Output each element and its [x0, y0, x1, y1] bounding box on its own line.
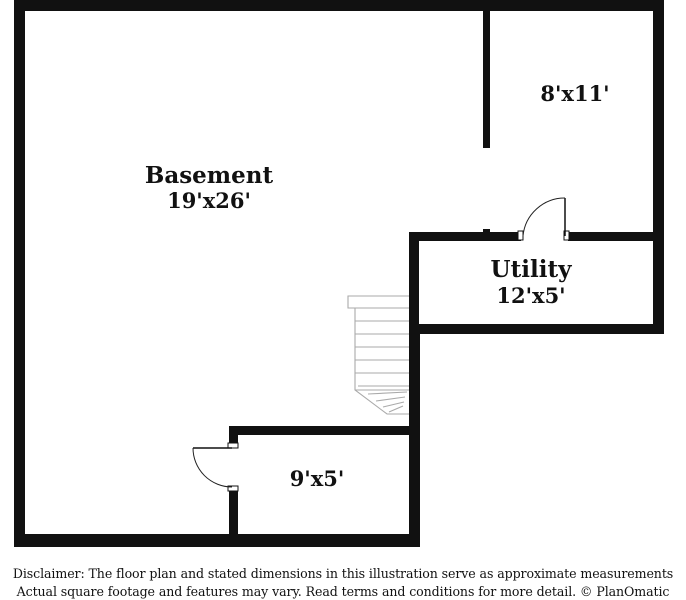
outer-wall-left	[14, 0, 25, 547]
partition-wall-ne	[483, 6, 490, 148]
door-jamb	[227, 442, 239, 449]
basement-dimensions: 19'x26'	[167, 188, 251, 213]
room-sw-dimensions: 9'x5'	[290, 466, 345, 491]
utility-label: Utility	[491, 256, 573, 283]
small-room-wall-left-lower	[229, 489, 238, 547]
door-jamb	[563, 230, 570, 241]
basement-label: Basement	[145, 162, 274, 189]
outer-wall-bottom	[14, 534, 420, 547]
room-ne-dimensions: 8'x11'	[540, 81, 609, 106]
door-swing-arc	[192, 447, 233, 488]
door-swing-arc	[522, 197, 566, 237]
utility-dimensions: 12'x5'	[496, 283, 565, 308]
outer-wall-right	[653, 0, 664, 334]
small-room-wall-left-upper	[229, 426, 238, 443]
notch-wall-horizontal	[409, 324, 664, 334]
stairs	[347, 295, 409, 415]
disclaimer-line-2: Actual square footage and features may v…	[16, 584, 670, 599]
wall-stub	[483, 229, 490, 234]
utility-wall-left	[409, 232, 419, 334]
small-room-wall-top	[229, 426, 420, 435]
outer-wall-top	[14, 0, 664, 11]
disclaimer-line-1: Disclaimer: The floor plan and stated di…	[12, 566, 674, 581]
door-jamb	[227, 485, 239, 492]
notch-wall-vertical	[409, 324, 420, 547]
door-jamb	[517, 230, 524, 241]
utility-wall-top-right	[568, 232, 664, 241]
utility-wall-top-left	[409, 232, 521, 241]
